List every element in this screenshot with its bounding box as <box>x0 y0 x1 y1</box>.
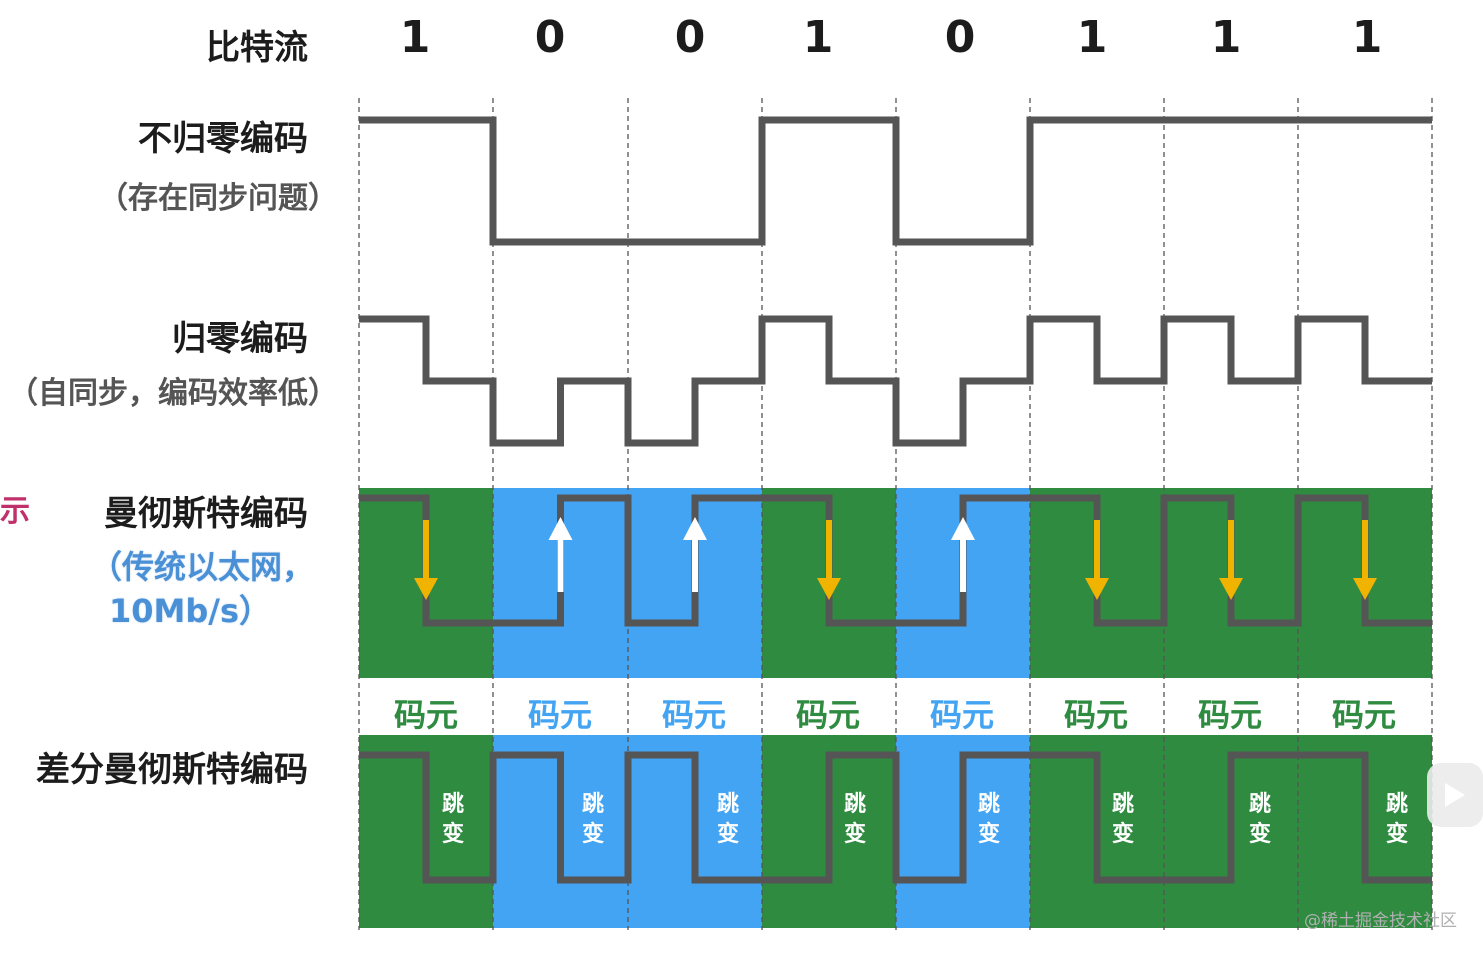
down-arrow-icon <box>1219 578 1243 600</box>
jump-label: 跳变 <box>716 792 739 847</box>
nrz-signal <box>359 116 1432 246</box>
jump-label: 跳变 <box>843 792 866 847</box>
manchester-note-line2: 10Mb/s） <box>108 592 272 630</box>
up-arrow-icon <box>683 517 707 540</box>
jump-label: 跳变 <box>1385 792 1408 847</box>
bit-value: 1 <box>1210 12 1242 63</box>
rz-note: （自同步，编码效率低） <box>8 376 338 411</box>
code-unit-label: 码元 <box>1197 696 1262 734</box>
rz-signal <box>359 315 1432 447</box>
play-icon <box>1445 783 1465 807</box>
manchester-note-line1: （传统以太网， <box>90 548 315 586</box>
up-arrow-icon <box>951 517 975 540</box>
jump-label: 跳变 <box>581 792 604 847</box>
up-arrow-icon <box>548 517 573 540</box>
bit-value: 0 <box>674 12 706 63</box>
jump-label: 跳变 <box>441 792 464 847</box>
jump-label: 跳变 <box>977 792 1000 847</box>
code-unit-label: 码元 <box>661 696 726 734</box>
bitstream-label: 比特流 <box>206 28 308 68</box>
jump-label: 跳变 <box>1111 792 1134 847</box>
bit-value: 1 <box>802 12 834 63</box>
play-button[interactable] <box>1427 763 1483 827</box>
down-arrow-icon <box>414 578 438 600</box>
bit-value: 0 <box>944 12 976 63</box>
diff-manchester-signal <box>359 751 1432 884</box>
bit-value: 0 <box>534 12 566 63</box>
diff-manchester-title: 差分曼彻斯特编码 <box>36 750 308 790</box>
code-unit-label: 码元 <box>527 696 592 734</box>
down-arrow-icon <box>817 578 841 600</box>
bit-value: 1 <box>399 12 431 63</box>
nrz-note: （存在同步问题） <box>98 181 338 216</box>
down-arrow-icon <box>1353 578 1377 600</box>
manchester-title: 曼彻斯特编码 <box>104 494 308 534</box>
down-arrow-icon <box>1085 578 1109 600</box>
code-unit-label: 码元 <box>393 696 458 734</box>
code-unit-label: 码元 <box>1063 696 1128 734</box>
watermark: @稀土掘金技术社区 <box>1304 911 1457 931</box>
code-unit-label: 码元 <box>929 696 994 734</box>
bit-value: 1 <box>1076 12 1108 63</box>
code-unit-label: 码元 <box>1331 696 1396 734</box>
code-unit-label: 码元 <box>795 696 860 734</box>
side-mark: 示 <box>0 494 30 529</box>
nrz-title: 不归零编码 <box>138 119 308 159</box>
bit-value: 1 <box>1351 12 1383 63</box>
rz-title: 归零编码 <box>172 319 308 359</box>
jump-label: 跳变 <box>1248 792 1271 847</box>
